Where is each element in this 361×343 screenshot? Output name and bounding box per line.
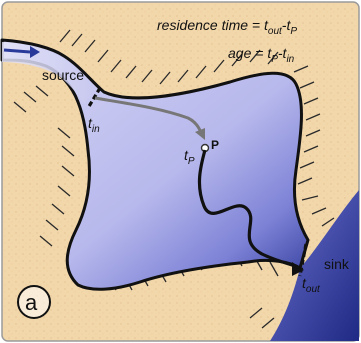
point-p-label: P [211, 138, 219, 152]
source-label: source [42, 67, 84, 83]
sink-label: sink [324, 256, 350, 272]
panel-label: a [25, 290, 38, 315]
